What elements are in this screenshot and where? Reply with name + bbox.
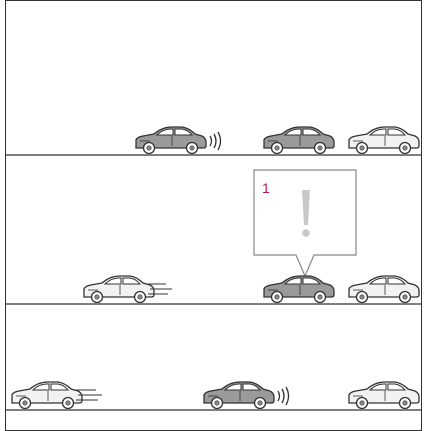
car-own-top <box>136 127 221 154</box>
car-ahead-middle <box>349 276 419 303</box>
lane-top <box>136 127 419 154</box>
car-approaching-bottom <box>12 382 102 409</box>
car-approaching-middle <box>84 276 172 303</box>
car-ahead-1-top <box>264 127 334 154</box>
lane-middle <box>84 276 419 303</box>
car-stopped-middle <box>264 276 334 303</box>
car-ahead-2-top <box>349 127 419 154</box>
sound-waves-icon <box>210 132 221 150</box>
frame-border <box>6 1 422 431</box>
sound-waves-icon <box>278 387 289 405</box>
callout-label: 1 <box>262 180 270 196</box>
car-own-bottom <box>204 382 289 409</box>
lane-bottom <box>12 382 419 409</box>
car-ahead-bottom <box>349 382 419 409</box>
